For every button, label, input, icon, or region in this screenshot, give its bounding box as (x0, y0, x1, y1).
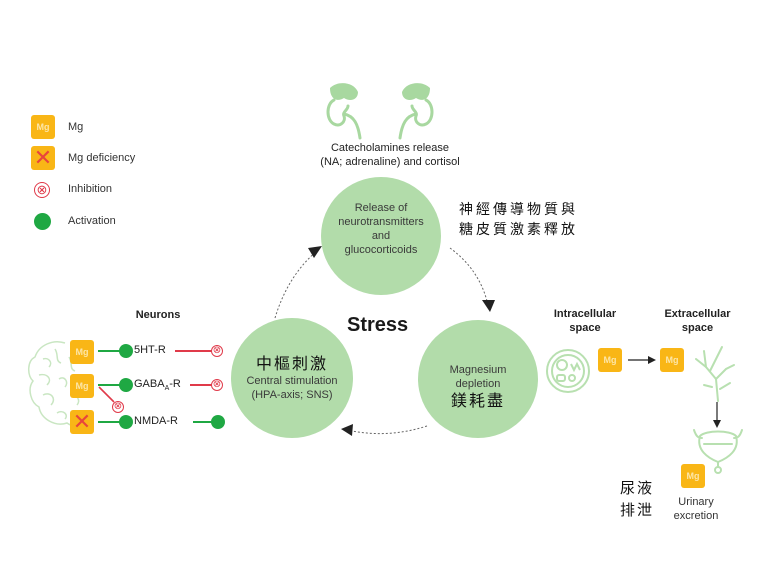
depletion-cjk: 鎂耗盡 (450, 391, 505, 410)
inhibition-icon-gaba: ⊗ (211, 379, 223, 391)
urinary-cjk-line2: 排泄 (620, 501, 655, 519)
urinary-line2: excretion (673, 510, 719, 522)
arrow-head-left (341, 424, 353, 436)
inhibition-icon-5ht: ⊗ (211, 345, 223, 357)
extracellular-line1: Extracellular (664, 308, 731, 320)
urinary-line1: Urinary (678, 496, 714, 508)
intracellular-line1: Intracellular (553, 308, 617, 320)
depletion-line1: Magnesium (449, 364, 507, 376)
mg-nmda-inhibition-line (98, 386, 115, 403)
bladder-icon (693, 429, 743, 474)
arrow-central-to-release (274, 249, 319, 319)
activation-line-gaba (98, 384, 120, 386)
neurons-title: Neurons (135, 309, 181, 321)
release-circle: Release of neurotransmitters and glucoco… (321, 177, 441, 295)
urinary-cjk-line1: 尿液 (620, 479, 655, 497)
arrow-head-down (482, 300, 495, 312)
release-cjk-annotation: 神經傳導物質與 糖皮質激素釋放 (459, 200, 578, 240)
legend-activation-icon (34, 213, 51, 230)
receptor-5ht-label: 5HT-R (134, 344, 166, 356)
activation-line-5ht (98, 350, 120, 352)
brain-icon (28, 341, 94, 427)
activation-dot-5ht (119, 344, 133, 358)
inhibition-glyph: ⊗ (36, 182, 48, 197)
deficiency-x-icon: ✕ (33, 145, 53, 170)
mg-box-5ht-text: Mg (75, 347, 89, 357)
inhibition-glyph: ⊗ (212, 345, 222, 356)
adrenal-kidney-icon (326, 83, 434, 140)
urinary-excretion-label: Urinary excretion (660, 495, 732, 523)
legend-label-mg-deficiency: Mg deficiency (68, 152, 136, 164)
mg-box-intracellular-text: Mg (603, 355, 617, 365)
mg-box-extracellular-text: Mg (665, 355, 679, 365)
activation-dot-gaba (119, 378, 133, 392)
cell-icon (546, 349, 590, 393)
catecholamines-caption-line1: Catecholamines release (330, 142, 449, 154)
deficiency-x-icon: ✕ (72, 409, 92, 434)
activation-dot-nmda (119, 415, 133, 429)
inhibition-line-gaba (190, 384, 214, 386)
magnesium-depletion-circle: Magnesium depletion 鎂耗盡 (418, 320, 538, 438)
arrow-to-bladder (713, 402, 721, 428)
legend-mg-deficiency-icon: ✕ (31, 146, 55, 170)
arrow-intra-to-extra (628, 356, 656, 364)
arrow-release-to-depletion (449, 247, 489, 306)
release-line2: neurotransmitters (338, 216, 424, 228)
stress-title: Stress (347, 314, 409, 336)
release-line1: Release of (354, 202, 408, 214)
intracellular-line2: space (569, 322, 601, 334)
arrow-head-up (308, 246, 322, 258)
central-line1: Central stimulation (246, 375, 338, 387)
catecholamines-caption: Catecholamines release (NA; adrenaline) … (290, 141, 490, 169)
gaba-main: GABA (134, 378, 165, 390)
gaba-sub: A (164, 385, 170, 393)
depletion-line2: depletion (455, 378, 501, 390)
mg-box-urinary-text: Mg (686, 471, 700, 481)
mg-box-5ht: Mg (70, 340, 94, 364)
extracellular-heading: Extracellular space (655, 307, 740, 335)
extracellular-line2: space (681, 322, 714, 334)
receptor-gaba-label: GABAA-R (134, 378, 181, 392)
mg-deficiency-box-nmda: ✕ (70, 410, 94, 434)
mg-box-gaba: Mg (70, 374, 94, 398)
mg-box-urinary: Mg (681, 464, 705, 488)
release-cjk-line1: 神經傳導物質與 (459, 202, 578, 218)
arrow-depletion-to-central (351, 425, 428, 435)
legend-mg-icon-text: Mg (36, 122, 50, 132)
gaba-tail: -R (169, 378, 181, 390)
central-stimulation-circle: 中樞刺激 Central stimulation (HPA-axis; SNS) (231, 318, 353, 438)
release-line3: and (371, 230, 391, 242)
legend-mg-icon: Mg (31, 115, 55, 139)
inhibition-glyph: ⊗ (212, 379, 222, 390)
legend-label-activation: Activation (68, 215, 116, 227)
central-cjk: 中樞刺激 (255, 354, 328, 373)
release-line4: glucocorticoids (344, 244, 418, 256)
activation-line-nmda-out (193, 421, 213, 423)
activation-dot-nmda-out (211, 415, 225, 429)
mg-box-intracellular: Mg (598, 348, 622, 372)
catecholamines-caption-line2: (NA; adrenaline) and cortisol (320, 156, 460, 168)
activation-line-nmda (98, 421, 120, 423)
inhibition-icon-mg-nmda: ⊗ (112, 401, 124, 413)
mg-box-gaba-text: Mg (75, 381, 89, 391)
legend-inhibition-icon: ⊗ (34, 182, 50, 198)
legend-label-inhibition: Inhibition (68, 183, 113, 195)
inhibition-line-5ht (175, 350, 213, 352)
intracellular-heading: Intracellular space (545, 307, 625, 335)
receptor-nmda-label: NMDA-R (134, 415, 178, 427)
central-line2: (HPA-axis; SNS) (251, 389, 333, 401)
urinary-cjk-annotation: 尿液 排泄 (620, 477, 654, 521)
legend-label-mg: Mg (68, 121, 84, 133)
release-cjk-line2: 糖皮質激素釋放 (459, 222, 578, 238)
mg-box-extracellular: Mg (660, 348, 684, 372)
inhibition-glyph: ⊗ (113, 401, 123, 412)
nerve-branch-icon (695, 346, 735, 402)
